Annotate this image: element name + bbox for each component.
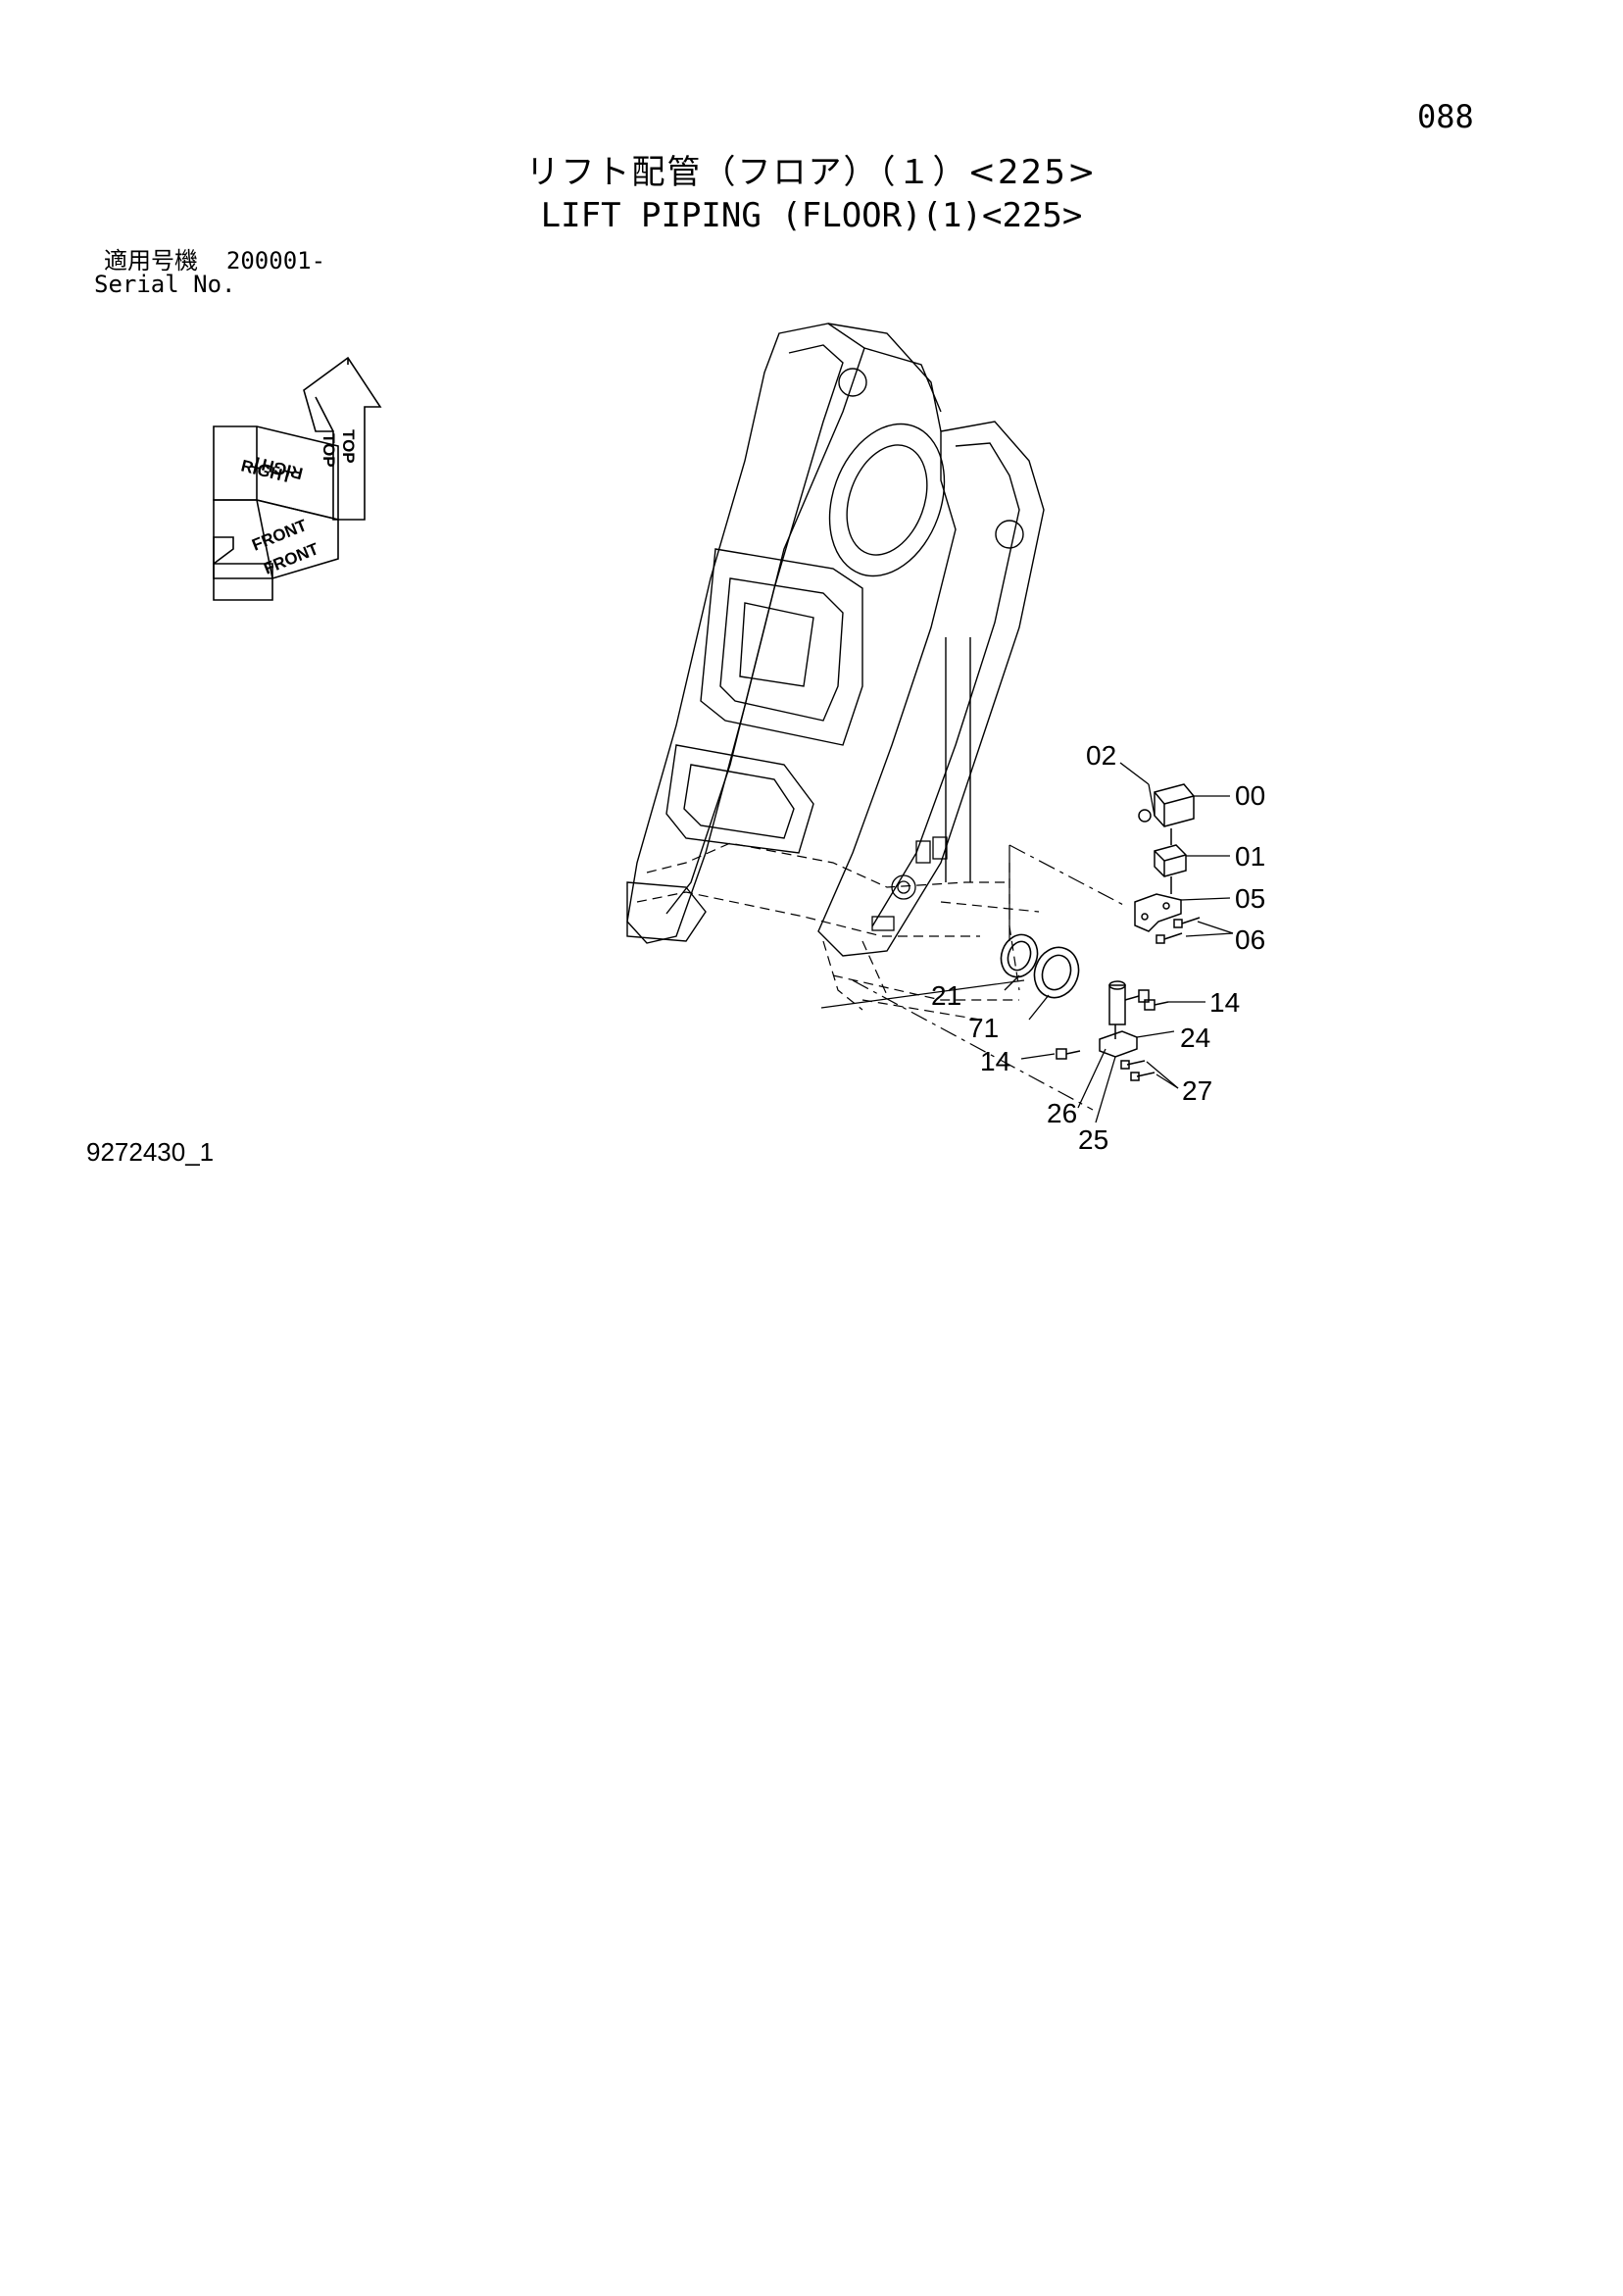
callout-24: 24 bbox=[1180, 1023, 1210, 1053]
callout-05: 05 bbox=[1235, 883, 1265, 914]
seal-ring-parts bbox=[1000, 933, 1080, 999]
callout-01: 01 bbox=[1235, 841, 1265, 872]
page-title-japanese: リフト配管（フロア）（１）<225> bbox=[525, 153, 1098, 192]
serial-row-japanese: 適用号機 200001- bbox=[94, 249, 325, 273]
chassis-frame bbox=[626, 323, 1045, 957]
serial-number-block: 適用号機 200001- Serial No. bbox=[94, 249, 325, 296]
callout-00: 00 bbox=[1235, 780, 1265, 811]
page-number: 088 bbox=[1417, 98, 1474, 135]
callout-02: 02 bbox=[1086, 740, 1116, 771]
floor-outline-dashed bbox=[636, 842, 1040, 1021]
callout-71: 71 bbox=[968, 1013, 999, 1043]
serial-range: 200001- bbox=[225, 247, 326, 275]
orientation-top-label: TOP bbox=[339, 429, 358, 464]
pipe-fitting-assembly bbox=[1056, 980, 1169, 1081]
page-title-english: LIFT PIPING (FLOOR)(1)<225> bbox=[540, 196, 1083, 235]
serial-label-english: Serial No. bbox=[94, 271, 236, 298]
frame-fittings bbox=[871, 836, 948, 931]
callout-06: 06 bbox=[1235, 924, 1265, 955]
drawing-number: 9272430_1 bbox=[86, 1137, 215, 1167]
callout-25: 25 bbox=[1078, 1124, 1108, 1155]
callout-14-upper: 14 bbox=[1209, 987, 1240, 1018]
callout-26: 26 bbox=[1047, 1098, 1077, 1128]
orientation-top-label-back: TOP bbox=[320, 433, 338, 468]
callout-21: 21 bbox=[931, 980, 961, 1011]
valve-assembly bbox=[1138, 783, 1195, 894]
callout-27: 27 bbox=[1182, 1075, 1212, 1106]
orientation-cube-icon bbox=[213, 356, 382, 601]
bracket-and-bolts bbox=[1134, 893, 1201, 944]
assembly-guide-lines bbox=[820, 844, 1128, 1111]
leader-lines bbox=[1004, 762, 1234, 1123]
serial-label-japanese: 適用号機 bbox=[104, 247, 198, 275]
callout-14-lower: 14 bbox=[980, 1046, 1010, 1076]
